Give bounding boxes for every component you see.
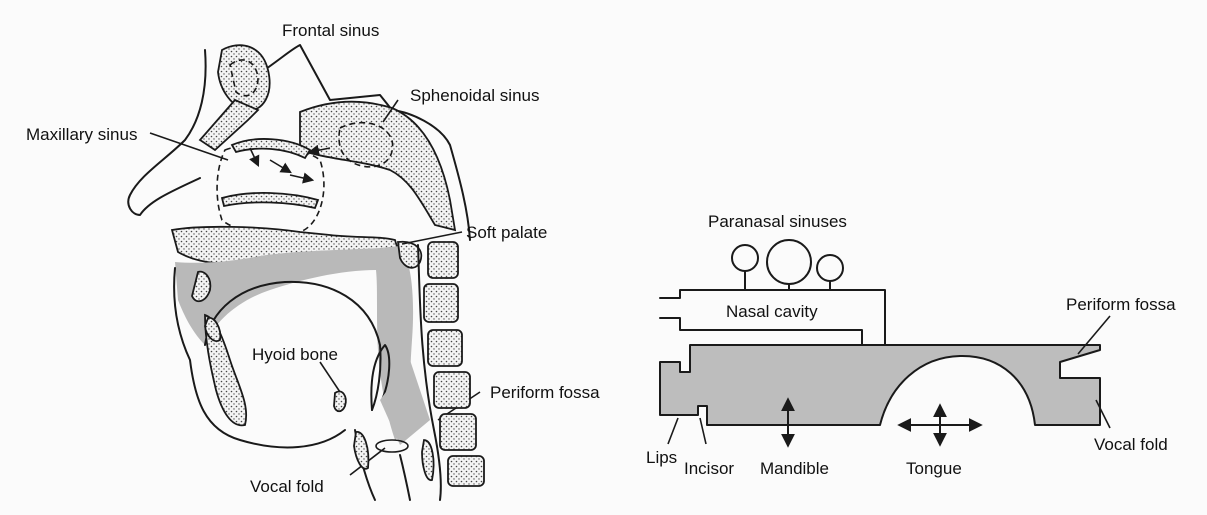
vertebra [424,284,458,322]
schematic-model [660,240,1110,445]
concha-lower [222,193,318,208]
sinus-arrow-2 [270,160,290,172]
label-periform-fossa: Periform fossa [490,384,600,401]
label-hyoid-bone: Hyoid bone [252,346,338,363]
trachea-back [400,455,410,500]
label-nasal-cavity: Nasal cavity [726,303,818,320]
sinus-arrow-1 [250,148,258,165]
maxillary-sinus-cavity [217,145,324,234]
thyroid-cartilage [354,432,368,469]
oral-tract-tube [660,345,1100,425]
label-maxillary-sinus: Maxillary sinus [26,126,137,143]
sinus-small-right [817,255,843,281]
vertebra [448,456,484,486]
label-vocal-fold-model: Vocal fold [1094,436,1168,453]
cricoid-cartilage [422,440,434,480]
label-sphenoidal-sinus: Sphenoidal sinus [410,87,539,104]
concha-upper [232,139,310,158]
sinus-large [767,240,811,284]
sinus-small-left [732,245,758,271]
forehead-outline [128,50,205,215]
vertebra [428,330,462,366]
label-tongue: Tongue [906,460,962,477]
hyoid-bone [334,391,346,411]
label-mandible: Mandible [760,460,829,477]
sinus-arrow-3 [290,175,312,180]
label-paranasal-sinuses: Paranasal sinuses [708,213,847,230]
label-frontal-sinus: Frontal sinus [282,22,379,39]
label-vocal-fold: Vocal fold [250,478,324,495]
cervical-vertebrae [424,242,484,486]
frontal-sinus-bone [218,45,270,110]
incisor-pointer-line [700,418,706,444]
label-periform-fossa-model: Periform fossa [1066,296,1176,313]
vocal-fold-glottis [376,440,408,452]
vertebra [428,242,458,278]
hyoid-pointer-line [320,362,340,392]
sagittal-anatomy [128,45,484,500]
vertebra [440,414,476,450]
vertebra [434,372,470,408]
lips-pointer-line [668,418,678,444]
label-incisor: Incisor [684,460,734,477]
label-lips: Lips [646,449,677,466]
label-soft-palate: Soft palate [466,224,547,241]
